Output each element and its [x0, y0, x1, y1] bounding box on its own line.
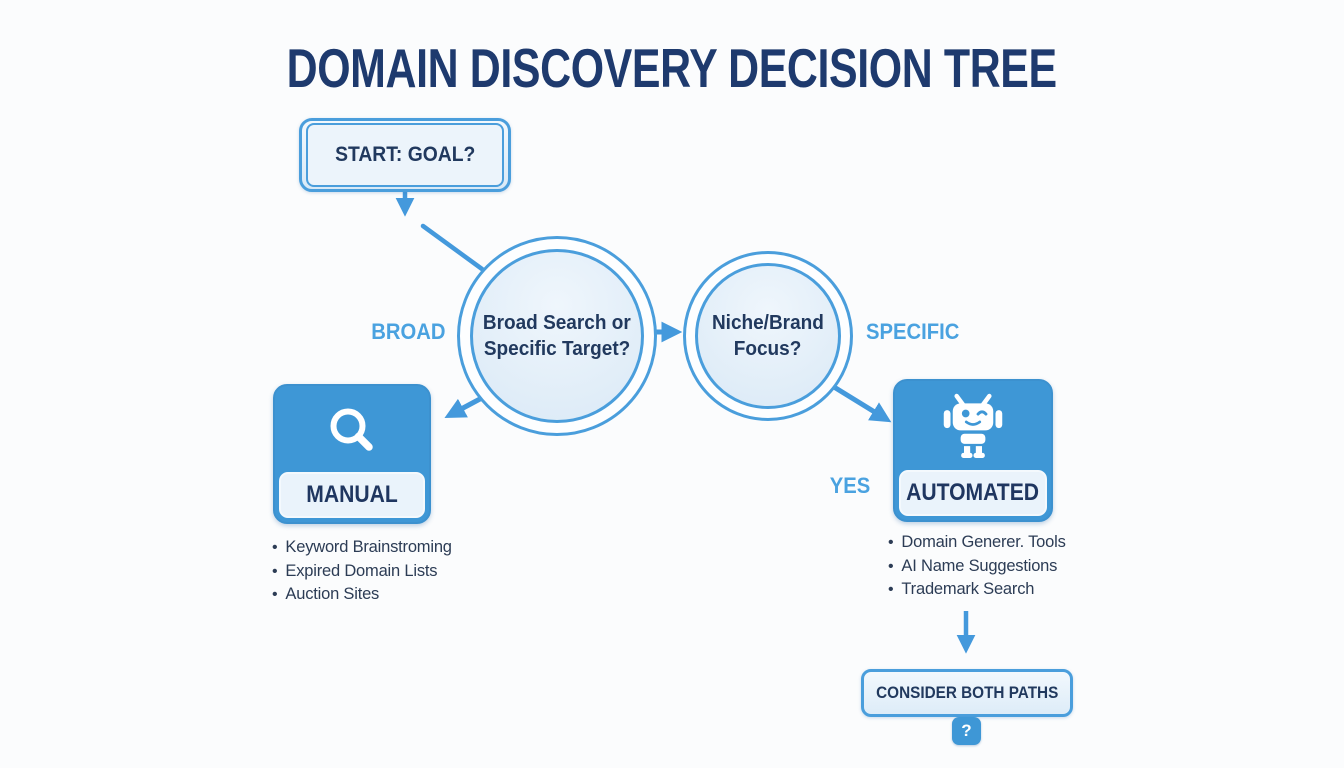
page-title: DOMAIN DISCOVERY DECISION TREE	[286, 37, 1058, 99]
decision-node-inner: Niche/Brand Focus?	[695, 263, 841, 409]
manual-item-3: Auction Sites	[285, 585, 380, 603]
title-wrap: DOMAIN DISCOVERY DECISION TREE	[0, 36, 1344, 100]
list-item: Auction Sites	[272, 583, 452, 607]
consider-both-paths-node: CONSIDER BOTH PATHS	[861, 669, 1073, 717]
manual-node: MANUAL	[273, 384, 431, 524]
list-item: Trademark Search	[888, 578, 1066, 602]
manual-label: MANUAL	[306, 481, 398, 508]
question-mark-icon: ?	[952, 717, 981, 745]
automated-node: AUTOMATED	[893, 379, 1053, 522]
decision-node-niche-brand-focus: Niche/Brand Focus?	[683, 251, 853, 421]
decision2-label-line2: Focus?	[734, 338, 802, 360]
start-node: START: GOAL?	[299, 118, 511, 192]
automated-item-2: AI Name Suggestions	[901, 556, 1058, 575]
automated-label: AUTOMATED	[906, 479, 1040, 506]
start-node-label: START: GOAL?	[334, 143, 476, 166]
edge-label-specific: SPECIFIC	[866, 319, 960, 344]
consider-both-paths-label: CONSIDER BOTH PATHS	[875, 683, 1059, 702]
question-mark-glyph: ?	[961, 721, 972, 740]
automated-bullet-list: Domain Generer. Tools AI Name Suggestion…	[888, 531, 1066, 602]
start-node-inner: START: GOAL?	[306, 123, 504, 187]
connector-start-to-decision1	[420, 223, 485, 272]
connector-decision2-to-automated	[832, 384, 892, 423]
decision1-label-line2: Specific Target?	[483, 338, 631, 360]
robot-icon	[895, 385, 1051, 469]
decision-node-inner: Broad Search or Specific Target?	[470, 249, 644, 423]
automated-item-3: Trademark Search	[901, 580, 1035, 598]
list-item: Domain Generer. Tools	[888, 531, 1066, 555]
manual-bullet-list: Keyword Brainstroming Expired Domain Lis…	[272, 536, 452, 607]
list-item: AI Name Suggestions	[888, 555, 1066, 579]
decision1-label-line1: Broad Search or	[483, 312, 631, 334]
manual-item-2: Expired Domain Lists	[285, 561, 438, 580]
list-item: Expired Domain Lists	[272, 560, 452, 584]
magnifier-icon	[275, 390, 429, 474]
automated-item-1: Domain Generer. Tools	[901, 533, 1066, 551]
decision-node-broad-or-specific: Broad Search or Specific Target?	[457, 236, 657, 436]
edge-label-broad: BROAD	[371, 319, 446, 344]
manual-label-strip: MANUAL	[279, 472, 425, 518]
automated-label-strip: AUTOMATED	[899, 470, 1047, 516]
edge-label-yes: YES	[829, 473, 871, 498]
decision2-label-line1: Niche/Brand	[712, 312, 824, 334]
manual-item-1: Keyword Brainstroming	[285, 538, 452, 556]
list-item: Keyword Brainstroming	[272, 536, 452, 560]
